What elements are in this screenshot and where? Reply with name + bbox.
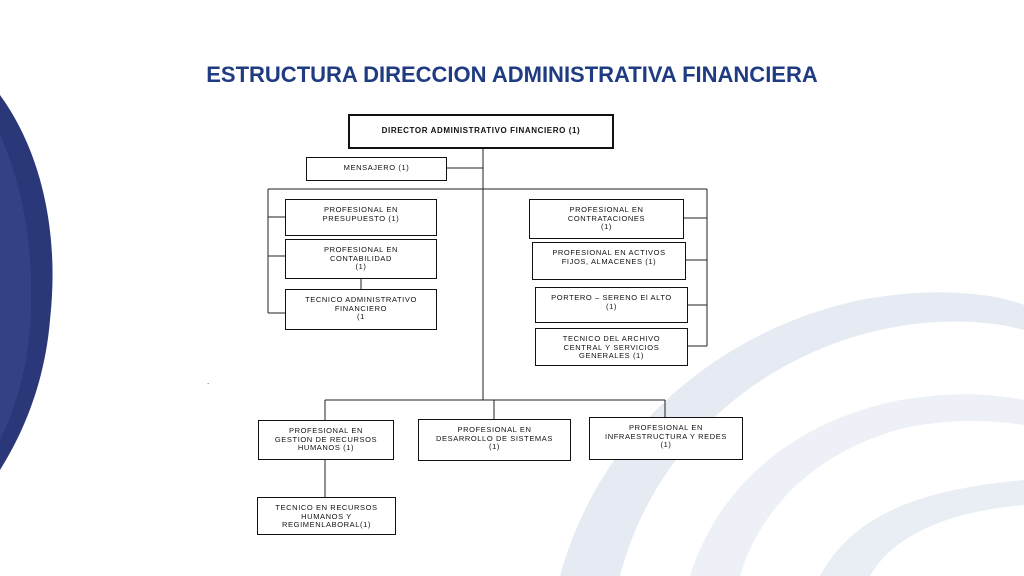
node-profesional-rrhh: PROFESIONAL EN GESTION DE RECURSOS HUMAN… <box>258 420 394 460</box>
node-tecnico-administrativo: TECNICO ADMINISTRATIVO FINANCIERO (1 <box>285 289 437 330</box>
node-profesional-activos: PROFESIONAL EN ACTIVOS FIJOS, ALMACENES … <box>532 242 686 280</box>
node-mensajero: MENSAJERO (1) <box>306 157 447 181</box>
node-profesional-sistemas: PROFESIONAL EN DESARROLLO DE SISTEMAS (1… <box>418 419 571 461</box>
node-tecnico-rrhh: TECNICO EN RECURSOS HUMANOS Y REGIMENLAB… <box>257 497 396 535</box>
node-profesional-presupuesto: PROFESIONAL EN PRESUPUESTO (1) <box>285 199 437 236</box>
left-light-arc <box>0 135 32 440</box>
page-title: ESTRUCTURA DIRECCION ADMINISTRATIVA FINA… <box>206 62 818 87</box>
node-director: DIRECTOR ADMINISTRATIVO FINANCIERO (1) <box>348 114 614 149</box>
right-light-swirl-2 <box>690 394 1024 576</box>
stray-mark: . <box>207 377 210 386</box>
node-profesional-contrataciones: PROFESIONAL EN CONTRATACIONES (1) <box>529 199 684 239</box>
node-profesional-infraestructura: PROFESIONAL EN INFRAESTRUCTURA Y REDES (… <box>589 417 743 460</box>
node-profesional-contabilidad: PROFESIONAL EN CONTABILIDAD (1) <box>285 239 437 279</box>
node-tecnico-archivo: TECNICO DEL ARCHIVO CENTRAL Y SERVICIOS … <box>535 328 688 366</box>
node-portero-sereno: PORTERO – SERENO El ALTO (1) <box>535 287 688 323</box>
right-light-swirl-3 <box>820 480 1024 576</box>
